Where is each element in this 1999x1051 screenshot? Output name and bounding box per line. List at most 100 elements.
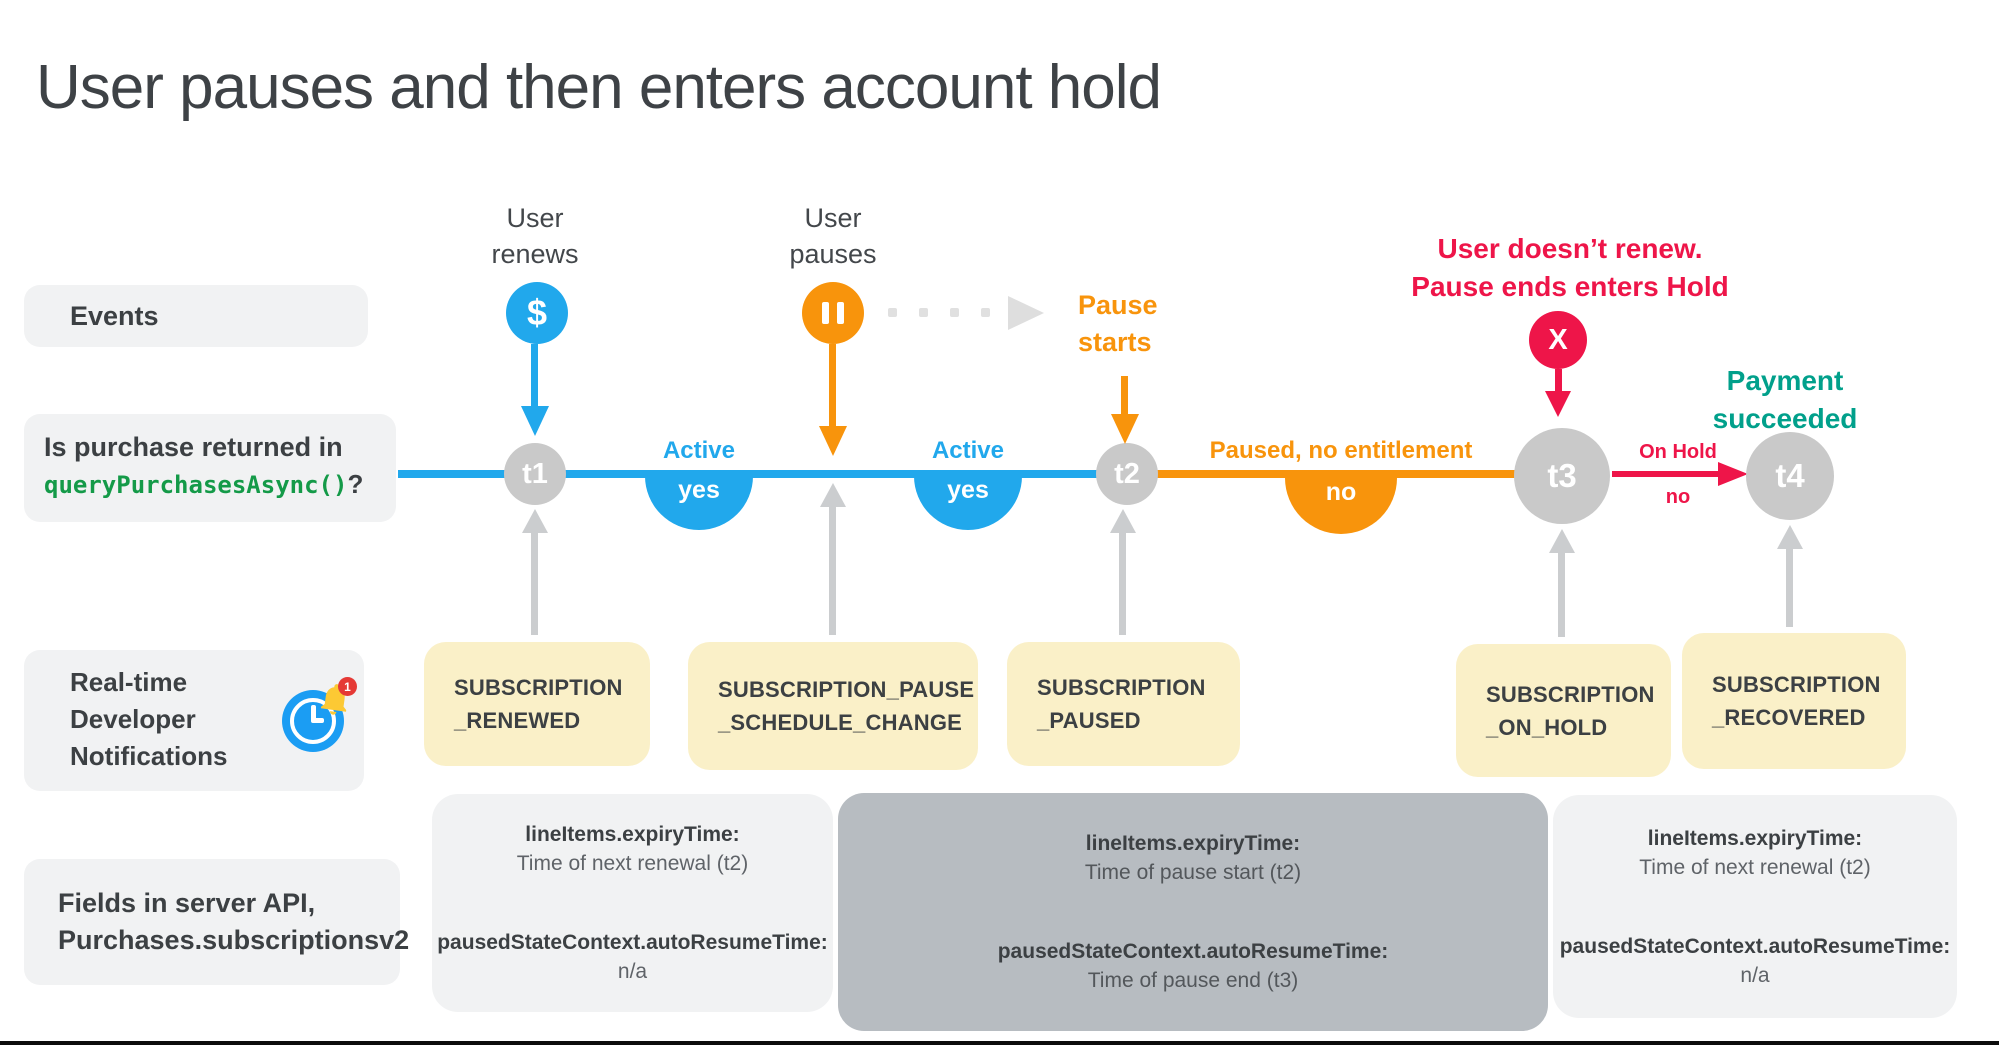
clock-face bbox=[290, 698, 336, 744]
bottom-divider bbox=[0, 1041, 1999, 1045]
pause-starts-arrow-shaft bbox=[1121, 376, 1128, 416]
clock-hand-minute bbox=[311, 705, 316, 721]
rtdn-box-onhold-line2: _ON_HOLD bbox=[1486, 714, 1608, 740]
status-paused: Paused, no entitlement bbox=[1209, 437, 1473, 464]
page-title: User pauses and then enters account hold bbox=[36, 53, 1162, 122]
rtdn-box-renewed-line2: _RENEWED bbox=[454, 708, 581, 733]
hold-warning-label: User doesn’t renew. Pause ends enters Ho… bbox=[1320, 230, 1820, 306]
field-entry: pausedStateContext.autoResumeTime: n/a bbox=[437, 928, 828, 986]
rtdn-up-arrow-shaft bbox=[1119, 531, 1126, 635]
t1-label: t1 bbox=[522, 457, 548, 490]
status-active-1: Active bbox=[662, 437, 736, 464]
field-value-expirytime: Time of next renewal (t2) bbox=[1639, 855, 1871, 879]
rtdn-box-renewed: SUBSCRIPTION _RENEWED bbox=[424, 642, 650, 766]
timeline-node-t2: t2 bbox=[1096, 443, 1158, 505]
rtdn-box-paused-line2: _PAUSED bbox=[1037, 708, 1141, 733]
field-entry: lineItems.expiryTime: Time of pause star… bbox=[1085, 829, 1301, 887]
rtdn-box-recovered-line2: _RECOVERED bbox=[1712, 705, 1866, 730]
timeline-node-t4: t4 bbox=[1746, 432, 1834, 520]
pause-arrow-shaft bbox=[829, 344, 836, 428]
field-entry: lineItems.expiryTime: Time of next renew… bbox=[1639, 824, 1870, 882]
field-value-expirytime: Time of pause start (t2) bbox=[1084, 861, 1302, 884]
rtdn-line2: Developer bbox=[70, 704, 196, 734]
purchase-question-label: Is purchase returned in queryPurchasesAs… bbox=[24, 414, 396, 522]
timeline-node-t3: t3 bbox=[1514, 428, 1610, 524]
pause-icon bbox=[802, 282, 864, 344]
dotted-line-dot bbox=[888, 308, 897, 317]
clock-hand-hour bbox=[311, 718, 324, 723]
rtdn-up-arrow-head-icon bbox=[1110, 509, 1136, 533]
field-value-autoresume: n/a bbox=[1740, 963, 1770, 987]
rtdn-up-arrow-head-icon bbox=[1549, 529, 1575, 553]
hold-warning-line2: Pause ends enters Hold bbox=[1411, 271, 1729, 302]
t4-label: t4 bbox=[1775, 457, 1805, 494]
purchase-question-code: queryPurchasesAsync() bbox=[44, 471, 348, 499]
fields-box-renewed: lineItems.expiryTime: Time of next renew… bbox=[432, 794, 833, 1012]
rtdn-up-arrow-head-icon bbox=[1777, 525, 1803, 549]
field-value-autoresume: Time of pause end (t3) bbox=[1087, 969, 1299, 992]
dollar-icon: $ bbox=[506, 282, 568, 344]
fields-box-paused: lineItems.expiryTime: Time of pause star… bbox=[838, 793, 1548, 1031]
field-key-expirytime: lineItems.expiryTime: bbox=[1085, 832, 1301, 855]
pause-arrow-head-icon bbox=[819, 426, 847, 456]
answer-bump-yes-1: yes bbox=[645, 474, 753, 530]
fields-line2: Purchases.subscriptionsv2 bbox=[58, 925, 410, 955]
rtdn-box-on-hold: SUBSCRIPTION _ON_HOLD bbox=[1456, 644, 1671, 777]
user-renews-line1: User bbox=[506, 203, 564, 233]
payment-succeeded-line1: Payment bbox=[1726, 365, 1844, 396]
field-entry: lineItems.expiryTime: Time of next renew… bbox=[517, 820, 748, 878]
rtdn-box-psc-line1: SUBSCRIPTION_PAUSE bbox=[718, 677, 975, 702]
field-key-expirytime: lineItems.expiryTime: bbox=[525, 823, 740, 846]
user-pauses-line2: pauses bbox=[789, 239, 877, 269]
status-active-2: Active bbox=[931, 437, 1005, 464]
payment-succeeded-label: Payment succeeded bbox=[1650, 362, 1920, 438]
notification-badge: 1 bbox=[338, 677, 357, 696]
rtdn-up-arrow-head-icon bbox=[820, 483, 846, 507]
answer-yes-2: yes bbox=[947, 476, 989, 504]
fields-row-label: Fields in server API, Purchases.subscrip… bbox=[24, 859, 410, 985]
rtdn-box-recovered: SUBSCRIPTION _RECOVERED bbox=[1682, 633, 1906, 769]
user-renews-line2: renews bbox=[491, 239, 579, 269]
dotted-line-dot bbox=[919, 308, 928, 317]
pause-starts-line1: Pause bbox=[1078, 290, 1158, 320]
hold-arrow-head-icon bbox=[1545, 391, 1571, 417]
rtdn-up-arrow-shaft bbox=[1558, 551, 1565, 637]
dotted-line-dot bbox=[981, 308, 990, 317]
rtdn-box-paused: SUBSCRIPTION _PAUSED bbox=[1007, 642, 1240, 766]
timeline-segment-active bbox=[398, 470, 1127, 478]
rtdn-box-psc-line2: _SCHEDULE_CHANGE bbox=[718, 710, 963, 735]
field-entry: pausedStateContext.autoResumeTime: Time … bbox=[998, 937, 1389, 995]
t3-label: t3 bbox=[1547, 457, 1577, 494]
pause-bar-left bbox=[822, 302, 829, 324]
x-icon: X bbox=[1529, 311, 1587, 369]
answer-bump-yes-2: yes bbox=[914, 474, 1022, 530]
pause-starts-line2: starts bbox=[1078, 327, 1152, 357]
timeline-node-t1: t1 bbox=[504, 443, 566, 505]
dotted-arrow-head-icon bbox=[1008, 296, 1044, 330]
field-entry: pausedStateContext.autoResumeTime: n/a bbox=[1560, 932, 1951, 990]
pause-starts-arrow-head-icon bbox=[1111, 414, 1139, 444]
rtdn-box-recovered-line1: SUBSCRIPTION bbox=[1712, 672, 1881, 697]
answer-no: no bbox=[1325, 478, 1357, 506]
onhold-arrow-head-icon bbox=[1718, 462, 1748, 486]
field-value-autoresume: n/a bbox=[617, 960, 648, 983]
dollar-glyph: $ bbox=[526, 292, 548, 333]
payment-succeeded-line2: succeeded bbox=[1712, 403, 1858, 434]
user-pauses-label: User pauses bbox=[758, 200, 908, 272]
rtdn-up-arrow-head-icon bbox=[522, 509, 548, 533]
field-key-autoresume: pausedStateContext.autoResumeTime: bbox=[437, 931, 828, 954]
pause-bar-right bbox=[837, 302, 844, 324]
rtdn-line3: Notifications bbox=[70, 741, 228, 771]
rtdn-box-renewed-line1: SUBSCRIPTION bbox=[454, 675, 623, 700]
timeline-segment-onhold bbox=[1612, 471, 1722, 477]
t2-label: t2 bbox=[1114, 457, 1140, 490]
events-label: Events bbox=[70, 300, 159, 331]
rtdn-notification-icon: 1 bbox=[280, 677, 357, 758]
field-key-autoresume: pausedStateContext.autoResumeTime: bbox=[1559, 934, 1951, 958]
rtdn-up-arrow-shaft bbox=[829, 505, 836, 635]
user-pauses-line1: User bbox=[804, 203, 862, 233]
field-key-expirytime: lineItems.expiryTime: bbox=[1647, 826, 1863, 850]
rtdn-box-paused-line1: SUBSCRIPTION bbox=[1037, 675, 1206, 700]
hold-arrow-shaft bbox=[1555, 369, 1562, 393]
rtdn-up-arrow-shaft bbox=[531, 531, 538, 635]
